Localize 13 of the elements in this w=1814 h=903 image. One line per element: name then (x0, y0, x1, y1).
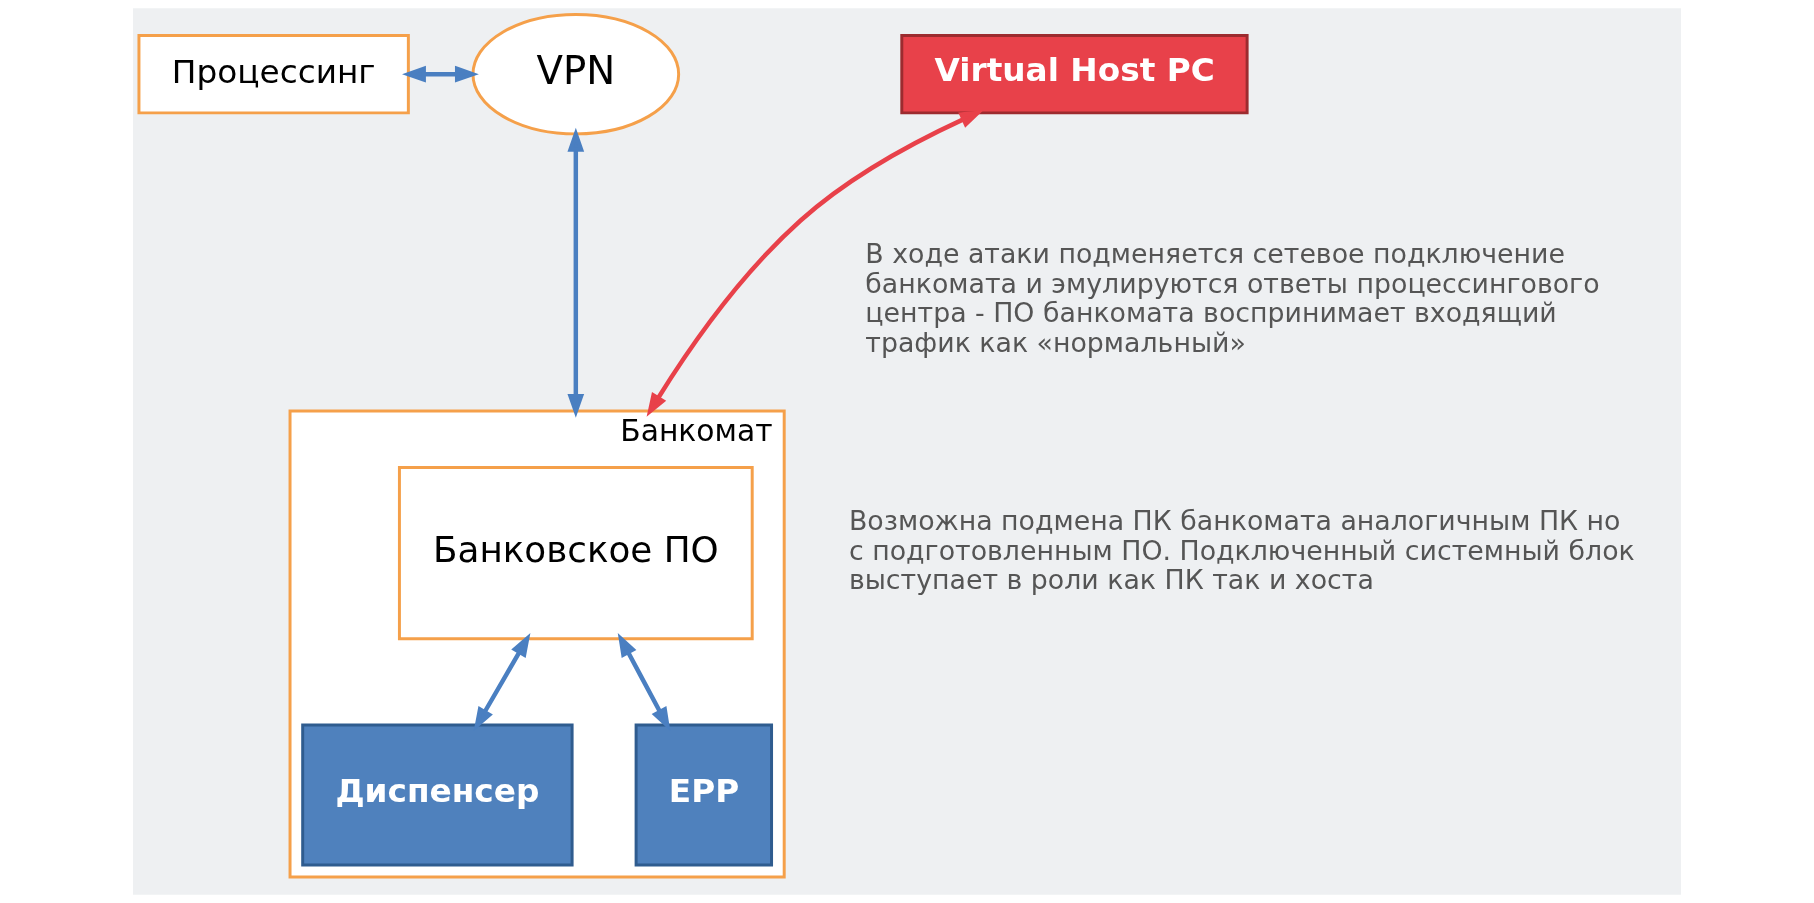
node-box: Virtual Host PC (900, 34, 1249, 115)
arrow (567, 127, 585, 418)
label: В ходе атаки подменяется сетевое подключение банкомата и эмулируются ответы процессингового центра - ПО банкомата воспринимает входящий трафик как «нормальный» (865, 237, 1600, 359)
arrow (473, 633, 531, 731)
arrow (402, 65, 479, 83)
node-box: EPP (634, 723, 774, 867)
node-box: Банковское ПО (397, 466, 754, 641)
arrow (617, 632, 671, 731)
arrow (646, 110, 984, 417)
node-ellipse: VPN (471, 13, 681, 136)
label: Возможна подмена ПК банкомата аналогичным ПК но с подготовленным ПО. Подключенный системный блок выступает в роли как ПК так и хоста (848, 504, 1635, 596)
node-box: Диспенсер (301, 723, 574, 867)
node-box: Процессинг (137, 34, 410, 115)
